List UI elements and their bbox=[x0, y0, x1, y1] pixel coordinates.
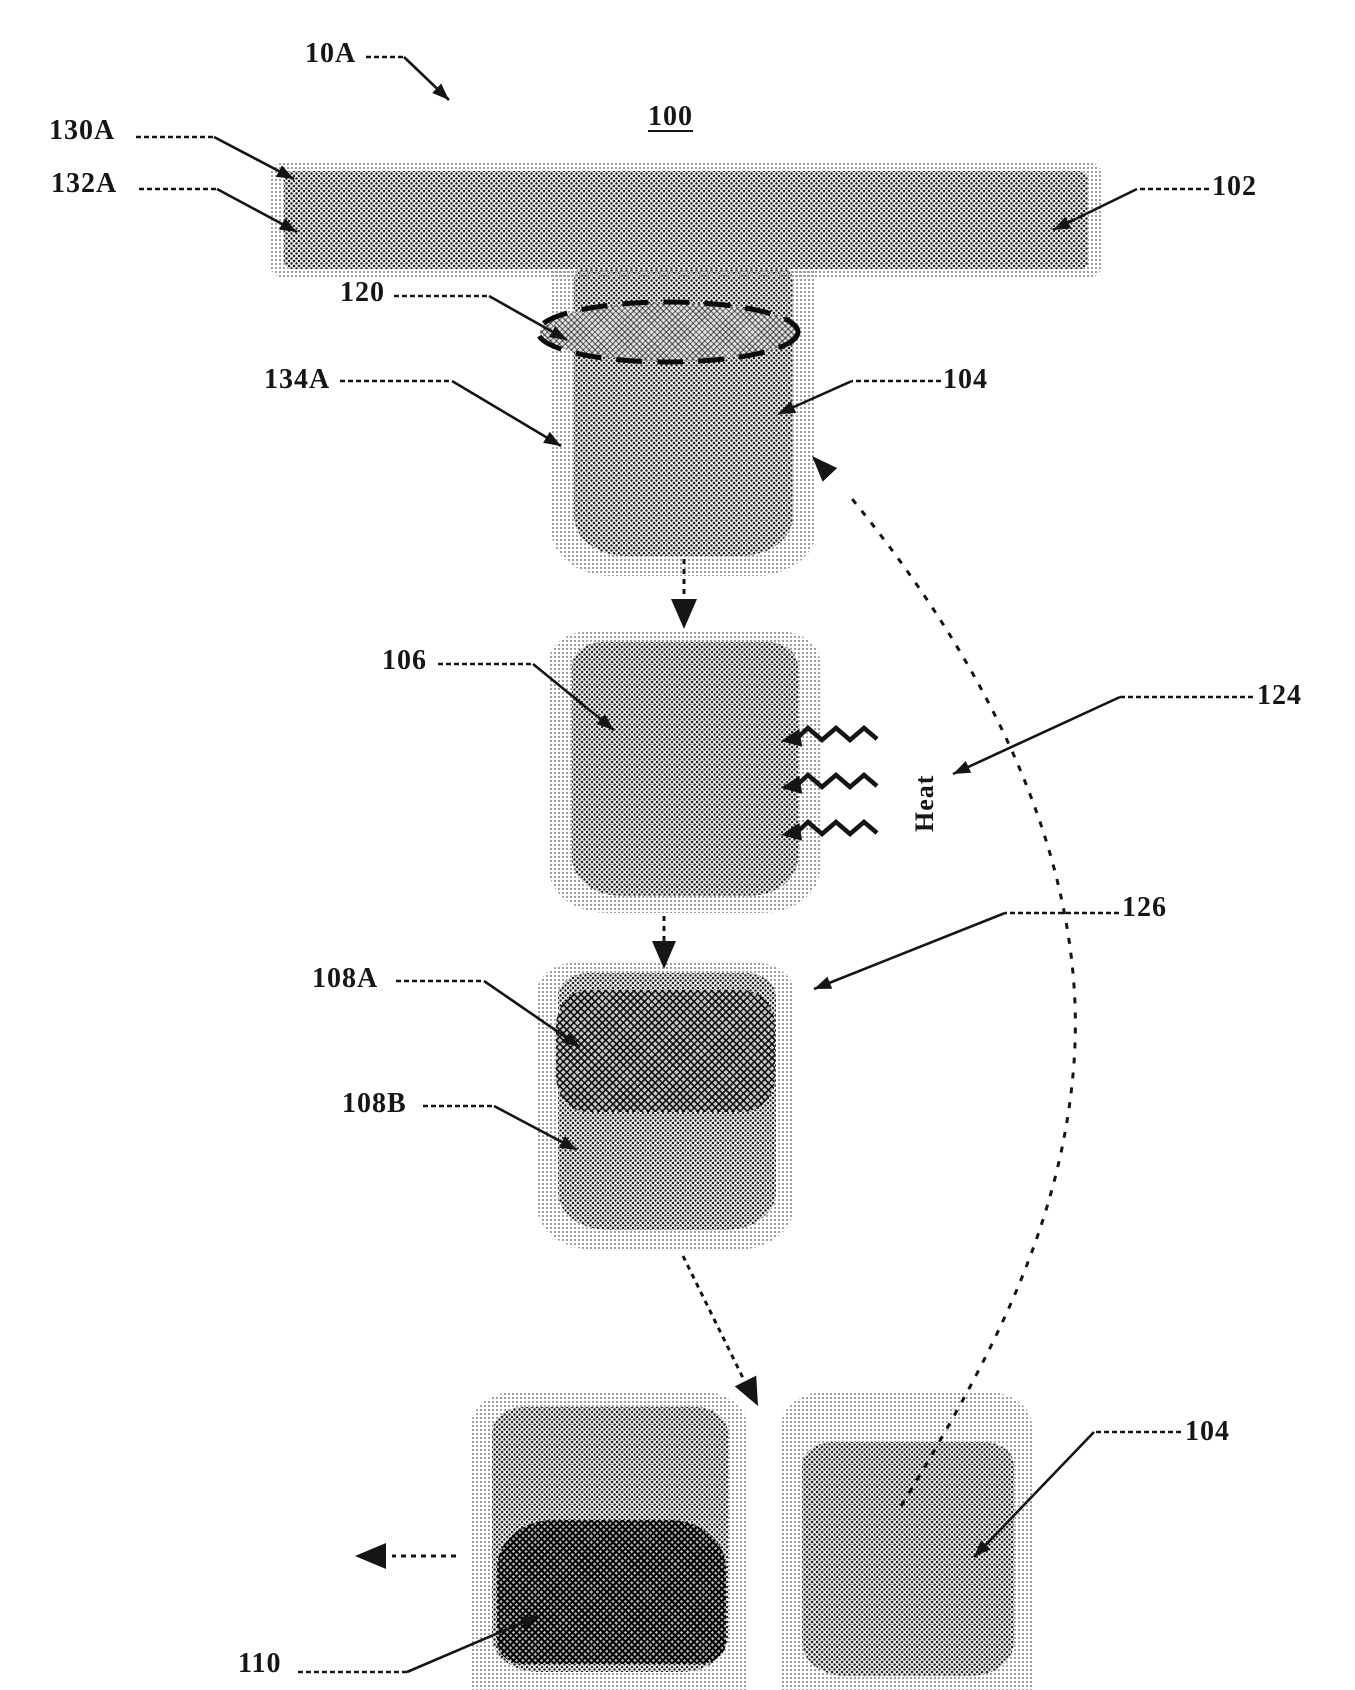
ref-label-108B: 108B bbox=[342, 1088, 407, 1119]
figure-number-100: 100 bbox=[648, 101, 693, 132]
flow-arrow-down-1-arrowhead bbox=[671, 599, 697, 629]
vessel-104-recycled-body bbox=[802, 1442, 1014, 1676]
ref-label-130A: 130A bbox=[49, 115, 116, 146]
flow-arrow-down-2-arrowhead bbox=[652, 941, 676, 969]
ref-label-120: 120 bbox=[340, 277, 385, 308]
ref-label-10A: 10A bbox=[305, 38, 357, 69]
leader-132A-arrowhead bbox=[278, 218, 297, 232]
leader-126-line bbox=[813, 911, 1006, 991]
leader-120-arrowhead bbox=[548, 325, 567, 340]
stage-cylinder-108 bbox=[537, 962, 794, 1250]
stage-cylinder-106 bbox=[549, 631, 820, 913]
heat-wave-arrow-1 bbox=[793, 724, 879, 743]
heat-wave-arrow-2 bbox=[793, 771, 879, 790]
flow-arrow-left-out-arrowhead bbox=[355, 1543, 386, 1569]
ref-label-106: 106 bbox=[382, 645, 427, 676]
dark-layer-108A bbox=[556, 990, 775, 1112]
stage-cylinder-106-body bbox=[572, 642, 798, 896]
leader-106-line bbox=[532, 662, 615, 732]
recycle-dashed-arc bbox=[846, 493, 1077, 1507]
leader-108A-line bbox=[483, 979, 581, 1049]
output-vessel-left bbox=[471, 1392, 747, 1690]
leader-110-line bbox=[406, 1614, 539, 1674]
leader-134A-arrowhead bbox=[543, 431, 561, 446]
leader-106-arrowhead bbox=[596, 714, 614, 730]
ref-label-110: 110 bbox=[238, 1648, 282, 1679]
leader-102-arrowhead bbox=[1053, 216, 1072, 230]
leader-134A-line bbox=[451, 379, 562, 448]
ref-label-124: 124 bbox=[1257, 680, 1302, 711]
leader-104-top-arrowhead bbox=[778, 401, 797, 414]
flow-arrow-diagonal-stem bbox=[681, 1255, 746, 1381]
ref-label-134A: 134A bbox=[264, 364, 331, 395]
top-plate-102 bbox=[270, 162, 1102, 278]
flow-arrow-diagonal-arrowhead bbox=[734, 1375, 758, 1406]
heat-wave-arrow-1-arrowhead bbox=[781, 728, 803, 747]
heat-wave-arrow-2-arrowhead bbox=[781, 775, 803, 794]
leader-126-arrowhead bbox=[814, 976, 833, 989]
heat-label: Heat bbox=[910, 774, 939, 832]
interface-ellipse-outline-120 bbox=[535, 299, 801, 365]
leader-10A-arrowhead bbox=[432, 83, 449, 100]
ref-label-104-bottom: 104 bbox=[1185, 1416, 1230, 1447]
leader-104-bottom-line bbox=[973, 1431, 1095, 1558]
ref-label-102: 102 bbox=[1212, 171, 1257, 202]
heat-wave-arrow-3-arrowhead bbox=[781, 822, 803, 841]
leader-104-bottom-arrowhead bbox=[974, 1540, 991, 1557]
heat-wave-arrow-3 bbox=[793, 818, 879, 837]
ref-label-126: 126 bbox=[1122, 892, 1167, 923]
dark-core-110 bbox=[497, 1520, 726, 1664]
leader-108A-arrowhead bbox=[562, 1032, 580, 1047]
top-plate-102-body bbox=[284, 171, 1088, 269]
ref-label-108A: 108A bbox=[312, 963, 379, 994]
leader-124-arrowhead bbox=[953, 760, 972, 774]
recycle-dashed-arc-arrowhead bbox=[812, 456, 838, 482]
interface-disc-120 bbox=[540, 303, 798, 361]
ref-label-104-top: 104 bbox=[943, 364, 988, 395]
leader-108B-arrowhead bbox=[558, 1136, 577, 1150]
leader-110-arrowhead bbox=[519, 1616, 538, 1629]
leader-124-line bbox=[952, 695, 1121, 776]
leader-130A-arrowhead bbox=[275, 165, 294, 179]
ref-label-132A: 132A bbox=[51, 168, 118, 199]
